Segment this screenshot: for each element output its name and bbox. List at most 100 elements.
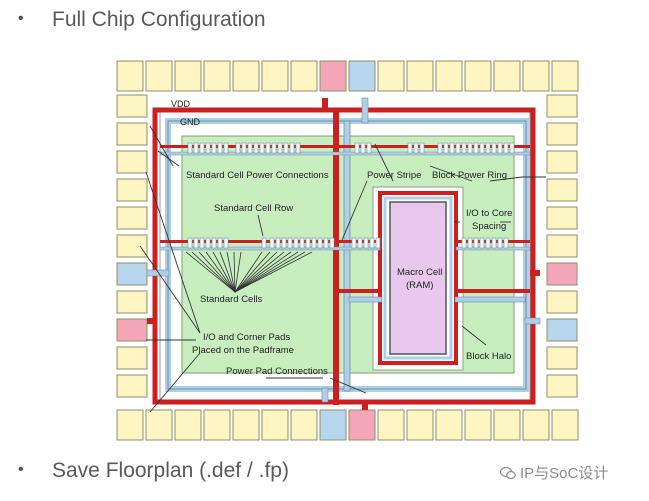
- bullet-full-chip: •Full Chip Configuration: [18, 8, 266, 32]
- std-cell: [235, 142, 241, 154]
- pad-top: [290, 60, 318, 92]
- pad-top: [377, 60, 405, 92]
- pad-bottom: [377, 409, 405, 441]
- std-cell: [281, 237, 287, 249]
- std-cell: [317, 237, 323, 249]
- pad-bottom: [116, 409, 144, 441]
- pad-bottom: [406, 409, 434, 441]
- gnd-label: GND: [180, 117, 201, 127]
- std-cell: [217, 237, 223, 249]
- macro-cell-label-1: Macro Cell: [397, 267, 442, 278]
- std-cell: [455, 142, 461, 154]
- std-cell: [491, 237, 497, 249]
- wechat-icon: [500, 466, 516, 480]
- power-pad-label: Power Pad Connections: [226, 366, 328, 377]
- bullet-text-save-floorplan: Save Floorplan (.def / .fp): [52, 459, 289, 482]
- std-cell: [305, 237, 311, 249]
- watermark: IP与SoC设计: [500, 462, 608, 483]
- io-pads-label-1: I/O and Corner Pads: [203, 332, 290, 343]
- macro-cell-label-2: (RAM): [406, 280, 433, 291]
- std-cell: [211, 237, 217, 249]
- std-cell: [199, 142, 205, 154]
- pad-top: [203, 60, 231, 92]
- std-cell: [443, 142, 449, 154]
- std-cell: [461, 237, 467, 249]
- block-power-ring-label: Block Power Ring: [432, 170, 507, 181]
- pad-left: [116, 262, 148, 286]
- std-cell: [205, 237, 211, 249]
- std-cell: [357, 237, 363, 249]
- std-cell: [375, 237, 381, 249]
- pad-bottom: [493, 409, 521, 441]
- pad-left: [116, 346, 148, 370]
- pad-bottom: [232, 409, 260, 441]
- pad-bottom: [319, 409, 347, 441]
- std-cell: [351, 237, 357, 249]
- std-cell: [193, 142, 199, 154]
- pad-bottom: [348, 409, 376, 441]
- pad-bottom: [203, 409, 231, 441]
- pad-left: [116, 206, 148, 230]
- pad-right: [546, 346, 578, 370]
- std-cell: [199, 237, 205, 249]
- pad-top: [174, 60, 202, 92]
- std-cell: [187, 142, 193, 154]
- vdd-ring: [152, 107, 536, 405]
- std-cell: [311, 237, 317, 249]
- pad-left: [116, 122, 148, 146]
- pad-right: [546, 122, 578, 146]
- std-cell: [269, 237, 275, 249]
- std-cell: [354, 142, 360, 154]
- std-cell: [187, 237, 193, 249]
- pad-top: [261, 60, 289, 92]
- std-cell-rows: [159, 142, 531, 251]
- io-to-core-label-2: Spacing: [472, 221, 506, 232]
- pad-left: [116, 374, 148, 398]
- std-cell: [323, 237, 329, 249]
- pad-left: [116, 178, 148, 202]
- pad-left: [116, 94, 148, 118]
- vdd-label: VDD: [171, 99, 191, 109]
- pad-left: [116, 318, 148, 342]
- pad-left: [116, 150, 148, 174]
- macro-cell-ram: [389, 201, 447, 355]
- pad-bottom: [261, 409, 289, 441]
- power-stripe-label: Power Stripe: [367, 170, 421, 181]
- std-cell: [473, 237, 479, 249]
- std-cell: [223, 237, 229, 249]
- pad-right: [546, 262, 578, 286]
- std-cell: [479, 237, 485, 249]
- std-cell: [407, 142, 413, 154]
- std-cell: [491, 142, 497, 154]
- std-cell: [449, 142, 455, 154]
- pad-top: [406, 60, 434, 92]
- power-stripe-vdd: [333, 110, 339, 405]
- std-cell: [473, 142, 479, 154]
- bullet-dot: •: [18, 461, 24, 478]
- pad-top: [464, 60, 492, 92]
- std-cell-arrows: [185, 251, 313, 293]
- pad-right: [546, 234, 578, 258]
- pad-bottom: [290, 409, 318, 441]
- pad-frame: [116, 60, 579, 441]
- std-cell: [485, 237, 491, 249]
- std-cell: [275, 237, 281, 249]
- std-cell: [211, 142, 217, 154]
- pad-top: [493, 60, 521, 92]
- block-power-ring: [378, 191, 458, 365]
- pad-bottom: [551, 409, 579, 441]
- std-cell-row-label: Standard Cell Row: [214, 203, 293, 214]
- bullet-save-floorplan: • Save Floorplan (.def / .fp): [18, 459, 289, 483]
- pad-bottom: [464, 409, 492, 441]
- pad-top: [116, 60, 144, 92]
- pad-bottom: [522, 409, 550, 441]
- std-cell: [497, 237, 503, 249]
- std-cell: [261, 237, 267, 249]
- power-stripe-gnd: [343, 120, 351, 392]
- std-cell: [437, 142, 443, 154]
- std-cell: [467, 142, 473, 154]
- std-cell: [289, 142, 295, 154]
- pad-top: [348, 60, 376, 92]
- std-cell: [277, 142, 283, 154]
- pad-top: [551, 60, 579, 92]
